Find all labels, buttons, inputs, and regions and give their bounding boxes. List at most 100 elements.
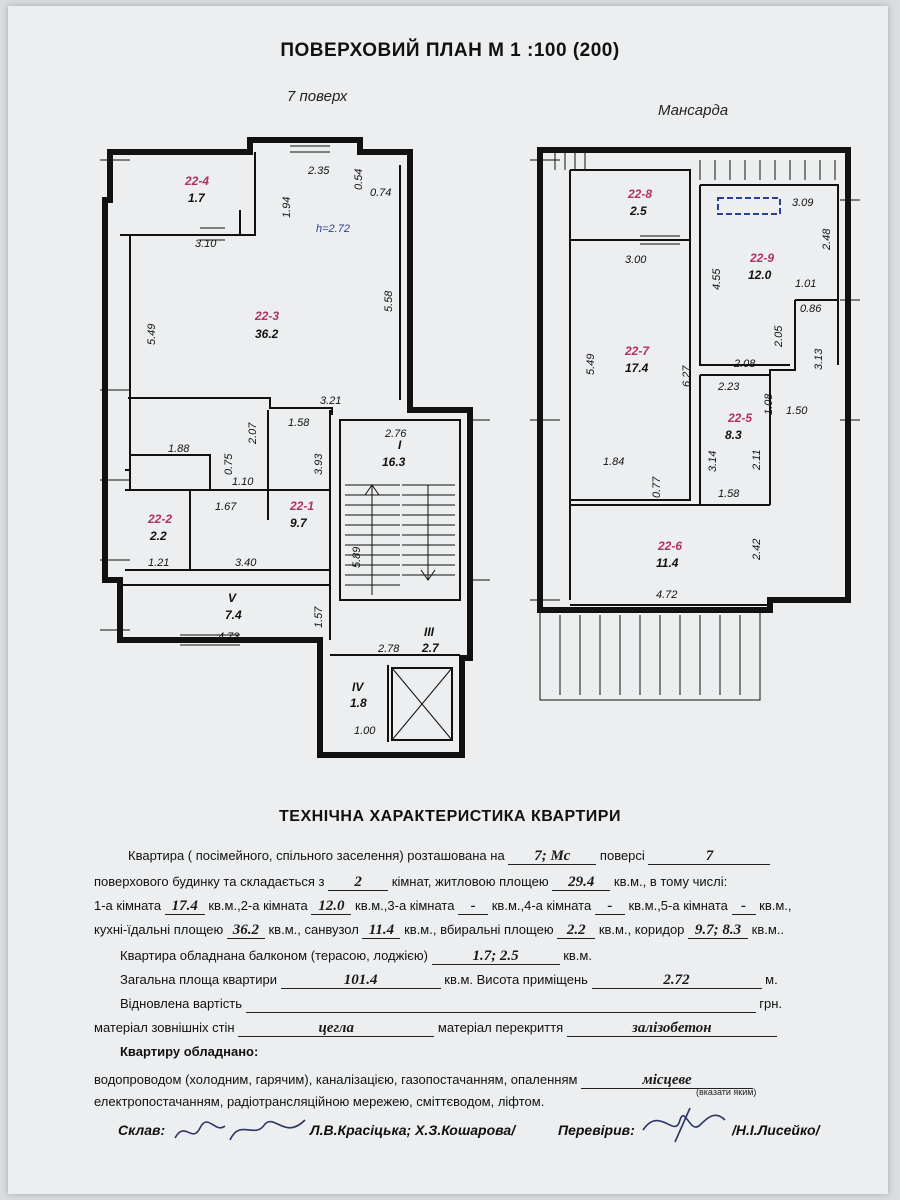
left-plan-label: 7 поверх [287,88,348,105]
floor-plan-attic: 22-8 2.5 22-9 12.0 22-7 17.4 22-5 8.3 22… [530,147,860,701]
tech-line-10: водопроводом (холодним, гарячим), каналі… [94,1072,754,1089]
room-22-8-area: 2.5 [629,204,647,218]
tech-line-7: Відновлена вартість грн. [120,996,782,1013]
checked-name: /Н.І.Лисейко/ [732,1122,820,1138]
text: кв.м.,2-а кімната [208,898,308,913]
room-v-num: V [228,591,237,605]
room-22-1-num: 22-1 [289,499,314,513]
text: Відновлена вартість [120,996,243,1011]
tech-line-11: електропостачанням, радіотрансляційною м… [94,1094,545,1109]
dim: 0.86 [800,303,822,315]
text: м. [765,972,778,987]
room-22-9-num: 22-9 [749,251,774,265]
room-22-7-num: 22-7 [624,344,650,358]
text: Квартира ( посімейного, спільного заселе… [128,848,505,863]
tech-line-4: кухні-їдальні площею 36.2 кв.м., санвузо… [94,922,784,939]
dim: 2.76 [384,428,407,440]
room-22-7-area: 17.4 [625,361,649,375]
dim: 0.75 [223,453,235,475]
text: поверсі [599,848,645,863]
dim: 2.78 [377,643,400,655]
text: кв.м., коридор [598,922,685,937]
room-i-area: 16.3 [382,455,406,469]
checker-signature [642,1107,726,1143]
equipped-heading: Квартиру обладнано: [120,1044,259,1059]
walls-value: цегла [238,1020,435,1037]
dim: 1.21 [148,557,169,569]
text: кв.м. [563,948,592,963]
hatch-mark [717,197,781,215]
dim: 1.58 [288,417,310,429]
dim: 0.77 [651,476,663,498]
dim: 2.23 [717,381,740,393]
room-iii-num: III [424,625,435,639]
dim: 3.21 [320,395,341,407]
page-title: ПОВЕРХОВИЙ ПЛАН М 1 :100 (200) [280,40,620,61]
tech-line-6: Загальна площа квартири 101.4 кв.м. Висо… [120,972,778,989]
text: Загальна площа квартири [120,972,278,987]
room-22-3-num: 22-3 [254,309,279,323]
bath-value: 11.4 [362,922,401,939]
compiled-label: Склав: [118,1122,166,1138]
dim: 1.10 [232,476,254,488]
right-plan-label: Мансарда [658,102,729,119]
text: кв.м., [759,898,792,913]
dim: 1.88 [168,443,190,455]
room-22-6-num: 22-6 [657,539,682,553]
dim: 0.54 [353,169,365,190]
dim: 1.57 [313,606,325,628]
floor-plan-7: 22-4 1.7 22-3 36.2 22-2 2.2 22-1 9.7 I 1… [100,137,490,758]
tech-title: ТЕХНІЧНА ХАРАКТЕРИСТИКА КВАРТИРИ [279,808,621,825]
room-v-area: 7.4 [225,608,242,622]
room1-value: 17.4 [164,898,205,915]
room3-value: - [458,898,489,915]
dim: 1.58 [718,488,740,500]
dim: 3.09 [792,197,813,209]
dim: 3.00 [625,254,647,266]
dim: 1.08 [763,393,775,415]
living-area-value: 29.4 [552,874,611,891]
compiler-signature [174,1119,306,1141]
text: матеріал перекриття [437,1020,564,1035]
text: грн. [759,996,783,1011]
room-22-2-area: 2.2 [149,529,167,543]
text: кв.м., санвузол [268,922,359,937]
dim: 1.50 [786,405,808,417]
text: кв.м.,4-а кімната [491,898,592,913]
tech-line-1: Квартира ( посімейного, спільного заселе… [128,848,771,865]
room-22-9-area: 12.0 [748,268,772,282]
room2-value: 12.0 [311,898,352,915]
room4-value: - [594,898,625,915]
dim: 2.08 [733,358,756,370]
slab-value: залізобетон [566,1020,777,1037]
dim: 3.14 [707,451,719,472]
restored-cost-value [245,996,756,1013]
text: кв.м. Висота приміщень [444,972,588,987]
dim: 6.27 [681,365,693,387]
tech-line-8: матеріал зовнішніх стін цегла матеріал п… [94,1020,777,1037]
text: матеріал зовнішніх стін [94,1020,235,1035]
room-22-4-num: 22-4 [184,174,209,188]
heating-note: (вказати яким) [696,1087,757,1097]
dim: 4.55 [711,268,723,290]
checked-label: Перевірив: [558,1122,635,1138]
dim: 2.07 [247,422,259,445]
dim: 0.74 [370,187,391,199]
room-22-4-area: 1.7 [188,191,206,205]
room-iv-num: IV [352,680,364,694]
dim: 1.67 [215,501,237,513]
dim: 4.72 [656,589,677,601]
total-area-value: 101.4 [280,972,441,989]
room-i-num: I [398,438,402,452]
dim: 5.89 [351,547,363,568]
wc-value: 2.2 [557,922,596,939]
room5-value: - [731,898,756,915]
tech-line-2: поверхового будинку та складається з 2 к… [94,874,727,891]
text: кв.м.. [751,922,785,937]
dim: 3.93 [313,453,325,475]
text: кімнат, житловою площею [391,874,549,889]
dim: 2.05 [773,325,785,348]
corridor-value: 9.7; 8.3 [688,922,749,939]
dim: 5.49 [585,354,597,375]
heating-value: місцеве [581,1072,754,1089]
